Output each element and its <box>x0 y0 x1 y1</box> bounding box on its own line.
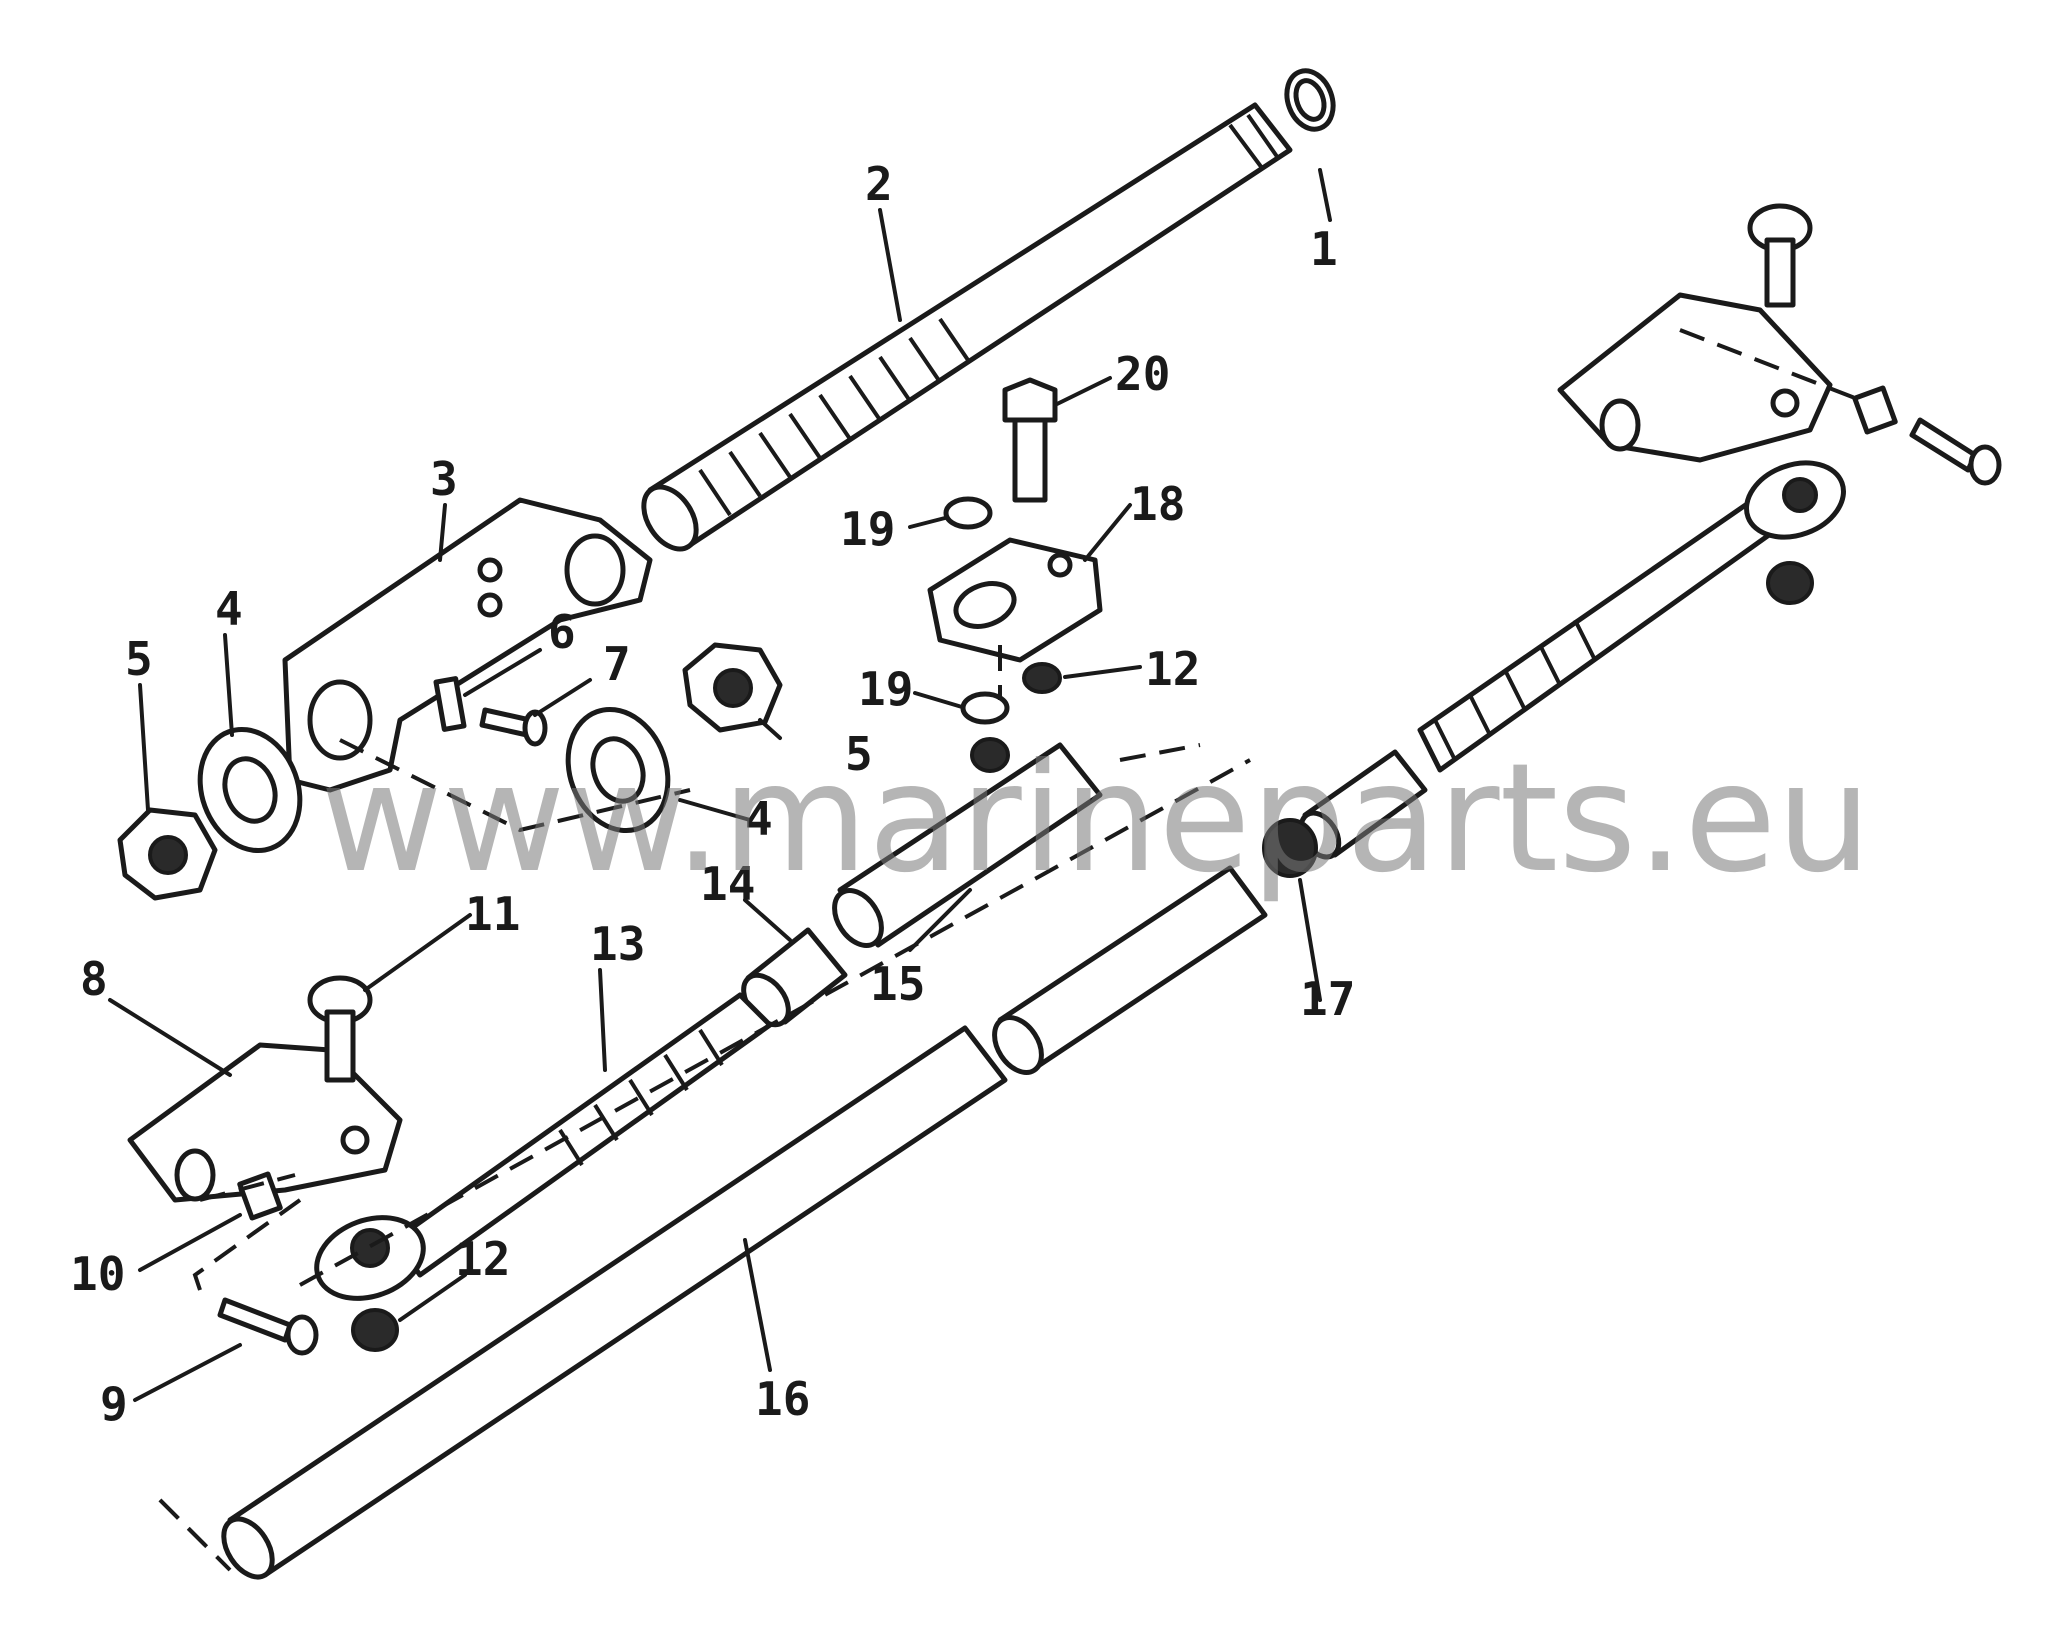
callout-13: 13 <box>590 917 645 971</box>
leader-lines <box>108 168 1332 1402</box>
part-17-nut-small-center <box>970 737 1010 773</box>
part-18-clevis-block <box>927 537 1103 663</box>
callout-14: 14 <box>700 857 755 911</box>
part-5-hex-nut-right <box>682 642 783 733</box>
part-9-screw <box>217 1297 319 1356</box>
callout-5-left: 5 <box>125 632 153 686</box>
part-11-bolt <box>307 975 373 1083</box>
callout-4-left: 4 <box>215 582 243 636</box>
assembly-dashed-lines <box>158 328 1861 1572</box>
callout-labels: 1 2 3 4 4 5 5 6 7 8 9 10 11 12 12 13 14 … <box>70 157 1355 1431</box>
part-17-nut <box>1262 818 1318 878</box>
callout-4-right: 4 <box>745 792 773 846</box>
bracket-upper-right <box>1557 292 1833 463</box>
callout-12-upper: 12 <box>1145 642 1200 696</box>
callout-2: 2 <box>865 157 893 211</box>
callout-1: 1 <box>1310 222 1338 276</box>
callout-15: 15 <box>870 957 925 1011</box>
part-15-sleeve <box>832 742 1103 948</box>
nut-square-upper-right <box>1852 385 1898 435</box>
part-5-hex-nut-left <box>117 807 218 901</box>
part-2-threaded-tube <box>641 102 1293 552</box>
part-12-nut-lower <box>351 1308 399 1352</box>
callout-3: 3 <box>430 452 458 506</box>
part-4-washer-left <box>197 726 303 854</box>
part-1-o-ring <box>1284 68 1336 132</box>
tie-rod-upper-right <box>1417 460 1846 773</box>
callout-17: 17 <box>1300 972 1355 1026</box>
part-12-nut-upper <box>1022 662 1062 694</box>
callout-16: 16 <box>755 1372 810 1426</box>
part-8-bracket <box>127 1042 403 1203</box>
callout-12-lower: 12 <box>455 1232 510 1286</box>
callout-19-upper: 19 <box>840 502 895 556</box>
part-3-bracket <box>282 497 653 793</box>
callout-19-lower: 19 <box>858 662 913 716</box>
callout-11: 11 <box>465 887 520 941</box>
bolt-upper-right <box>1747 203 1813 308</box>
callout-6: 6 <box>548 605 576 659</box>
callout-8: 8 <box>80 952 108 1006</box>
part-7-screw <box>479 707 548 747</box>
part-19-washer-upper <box>943 496 993 530</box>
nut-upper-right-small <box>1766 561 1814 605</box>
part-6-clip <box>433 676 467 732</box>
part-16-long-tube <box>221 1025 1008 1580</box>
callout-10: 10 <box>70 1247 125 1301</box>
callout-5-right: 5 <box>845 727 873 781</box>
bolt-side-upper-right <box>1909 417 2002 486</box>
callout-20: 20 <box>1115 347 1170 401</box>
part-13-tie-rod <box>314 992 773 1301</box>
callout-9: 9 <box>100 1377 128 1431</box>
callout-18: 18 <box>1130 477 1185 531</box>
callout-7: 7 <box>603 637 631 691</box>
watermark-text: www.marineparts.eu <box>320 732 1872 906</box>
part-15-sleeve-lower <box>992 865 1268 1075</box>
part-20-bolt <box>1002 377 1058 503</box>
